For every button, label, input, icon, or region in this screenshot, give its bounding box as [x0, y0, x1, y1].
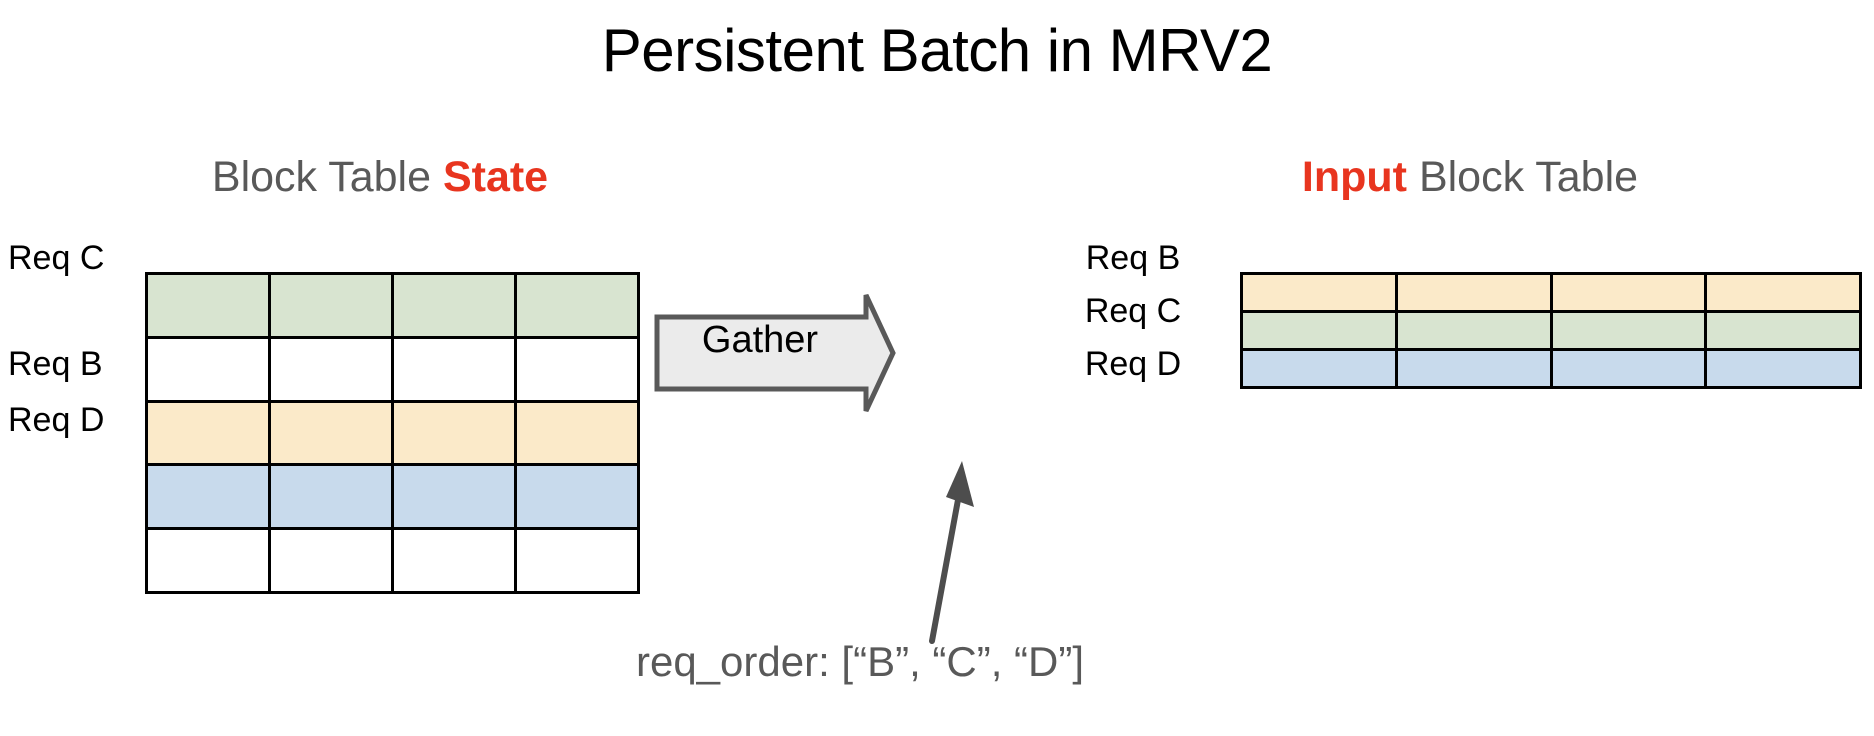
table-cell — [148, 530, 268, 591]
table-cell — [394, 275, 514, 336]
right-row-label-req-b: Req B — [1085, 239, 1181, 277]
table-cell — [1552, 275, 1705, 310]
table-cell — [1707, 275, 1859, 310]
table-cell — [271, 402, 391, 464]
table-cell — [1397, 313, 1550, 348]
gather-label: Gather — [701, 319, 819, 361]
right-row-label-req-c: Req C — [1084, 292, 1182, 330]
block-table-state — [145, 272, 640, 594]
left-panel-heading: Block Table State — [120, 152, 640, 202]
table-cell — [271, 275, 391, 336]
table-cell — [271, 338, 391, 400]
right-panel-heading: Input Block Table — [1080, 152, 1860, 202]
left-row-label-req-b: Req B — [8, 345, 103, 383]
left-row-label-req-d: Req D — [8, 401, 105, 439]
req-order-pointer-arrow-icon — [910, 455, 990, 645]
right-heading-suffix: Block Table — [1407, 153, 1639, 201]
table-cell — [1397, 351, 1550, 386]
req-order-caption: req_order: [“B”, “C”, “D”] — [635, 638, 1085, 685]
table-cell — [1243, 275, 1395, 310]
table-cell — [148, 466, 268, 528]
table-cell — [1243, 351, 1395, 386]
table-cell — [1552, 351, 1705, 386]
left-heading-prefix: Block Table — [211, 153, 443, 201]
table-cell — [1707, 351, 1859, 386]
table-cell — [148, 275, 268, 336]
table-cell — [394, 338, 514, 400]
table-cell — [148, 402, 268, 464]
right-heading-accent: Input — [1301, 153, 1407, 201]
page-title: Persistent Batch in MRV2 — [601, 17, 1273, 84]
input-block-table — [1240, 272, 1862, 389]
gather-arrow-icon — [654, 292, 896, 414]
table-cell — [148, 338, 268, 400]
table-cell — [1552, 313, 1705, 348]
table-cell — [394, 466, 514, 528]
table-cell — [1243, 313, 1395, 348]
table-cell — [394, 402, 514, 464]
table-cell — [271, 466, 391, 528]
table-cell — [271, 530, 391, 591]
table-cell — [517, 530, 637, 591]
left-heading-accent: State — [442, 153, 549, 201]
left-row-label-req-c: Req C — [8, 239, 105, 277]
right-row-label-req-d: Req D — [1084, 345, 1182, 383]
table-cell — [517, 338, 637, 400]
table-cell — [394, 530, 514, 591]
table-cell — [1397, 275, 1550, 310]
table-cell — [1707, 313, 1859, 348]
table-cell — [517, 466, 637, 528]
table-cell — [517, 402, 637, 464]
table-cell — [517, 275, 637, 336]
